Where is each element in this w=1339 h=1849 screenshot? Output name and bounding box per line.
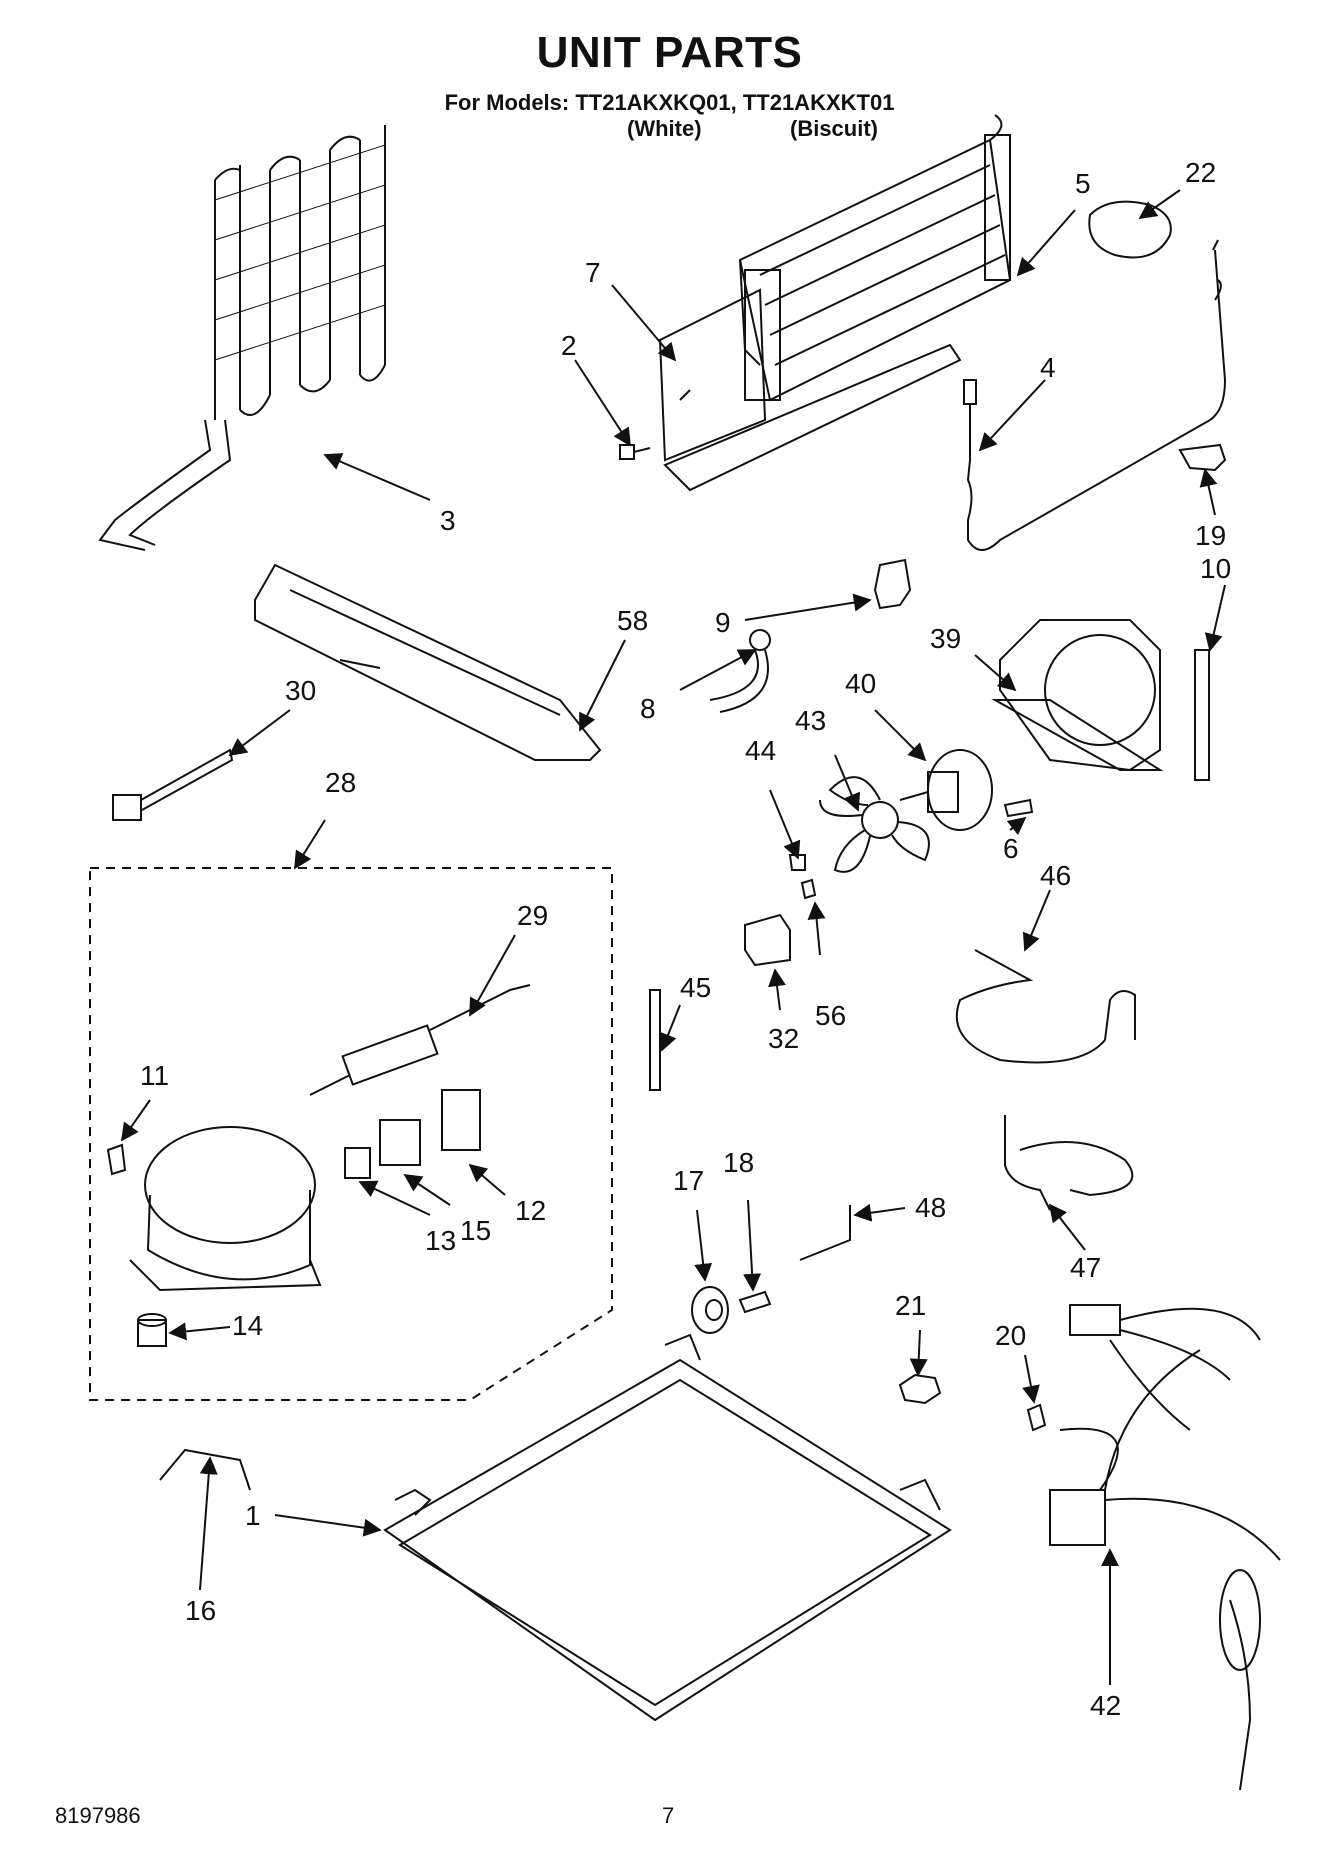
axle-18 [738,1290,772,1314]
tube-48 [799,1205,851,1261]
callout-8: 8 [640,693,656,724]
document-number: 8197986 [55,1803,141,1828]
relay-block-32 [744,913,791,967]
relay-15 [379,1119,421,1166]
callout-28: 28 [325,767,356,798]
callout-15: 15 [460,1215,491,1246]
tube-46 [955,949,1136,1064]
callout-6: 6 [1003,833,1019,864]
cap-22 [1088,200,1172,259]
callout-7: 7 [585,257,601,288]
screw-56 [800,878,817,900]
callout-20: 20 [995,1320,1026,1351]
drain-pan [254,563,602,761]
variant-biscuit: (Biscuit) [790,116,878,141]
filter-drier [309,984,531,1096]
callout-39: 39 [930,623,961,654]
callout-32: 32 [768,1023,799,1054]
callout-21: 21 [895,1290,926,1321]
compressor-kit-boundary [89,867,613,1401]
callout-18: 18 [723,1147,754,1178]
screw-6 [1003,798,1034,818]
callout-1: 1 [245,1500,261,1531]
condenser-coil [98,125,386,551]
base-frame [383,1333,952,1722]
grommet-14 [137,1313,167,1347]
grommet-8 [709,629,771,713]
callout-19: 19 [1195,520,1226,551]
wire-harness [1049,1304,1281,1791]
callout-46: 46 [1040,860,1071,891]
callout-22: 22 [1185,157,1216,188]
screw-20 [1026,1403,1047,1432]
callout-16: 16 [185,1595,216,1626]
evaporator-bracket [658,288,767,462]
callout-40: 40 [845,668,876,699]
clip-16 [159,1448,251,1491]
page-number: 7 [662,1803,675,1828]
fan-motor [899,749,993,831]
callout-29: 29 [517,900,548,931]
fan-shroud [991,619,1164,772]
evaporator [663,114,1012,492]
fan-blade [819,776,930,873]
callout-56: 56 [815,1000,846,1031]
callout-42: 42 [1090,1690,1121,1721]
callout-5: 5 [1075,168,1091,199]
cable-tie [112,748,234,821]
callout-10: 10 [1200,553,1231,584]
callout-45: 45 [680,972,711,1003]
compressor [129,1126,322,1292]
callout-58: 58 [617,605,648,636]
screw-11 [106,1143,127,1176]
callout-48: 48 [915,1192,946,1223]
nut-21 [898,1373,942,1405]
callout-labels: 5 22 7 2 4 3 19 10 9 58 39 8 40 30 43 44… [140,157,1231,1721]
callout-44: 44 [745,735,776,766]
callout-47: 47 [1070,1252,1101,1283]
callout-43: 43 [795,705,826,736]
overload-12 [441,1089,481,1151]
defrost-sensor [963,239,1227,551]
roller-17 [691,1286,729,1334]
callout-13: 13 [425,1225,456,1256]
models-line: For Models: TT21AKXKQ01, TT21AKXKT01 [444,90,895,115]
start-device-13 [344,1147,371,1179]
screw-2 [619,444,651,460]
callout-14: 14 [232,1310,263,1341]
callout-3: 3 [440,505,456,536]
callout-4: 4 [1040,352,1056,383]
clip-19 [1178,443,1227,472]
callout-9: 9 [715,607,731,638]
callout-11: 11 [140,1060,169,1091]
callout-17: 17 [673,1165,704,1196]
variant-white: (White) [627,116,702,141]
page-title: UNIT PARTS [536,28,803,77]
callout-12: 12 [515,1195,546,1226]
callout-2: 2 [561,330,577,361]
tube-47 [1004,1115,1134,1211]
bracket-9 [873,558,912,610]
strip-10 [1194,649,1210,781]
pin-45 [649,989,661,1091]
callout-30: 30 [285,675,316,706]
